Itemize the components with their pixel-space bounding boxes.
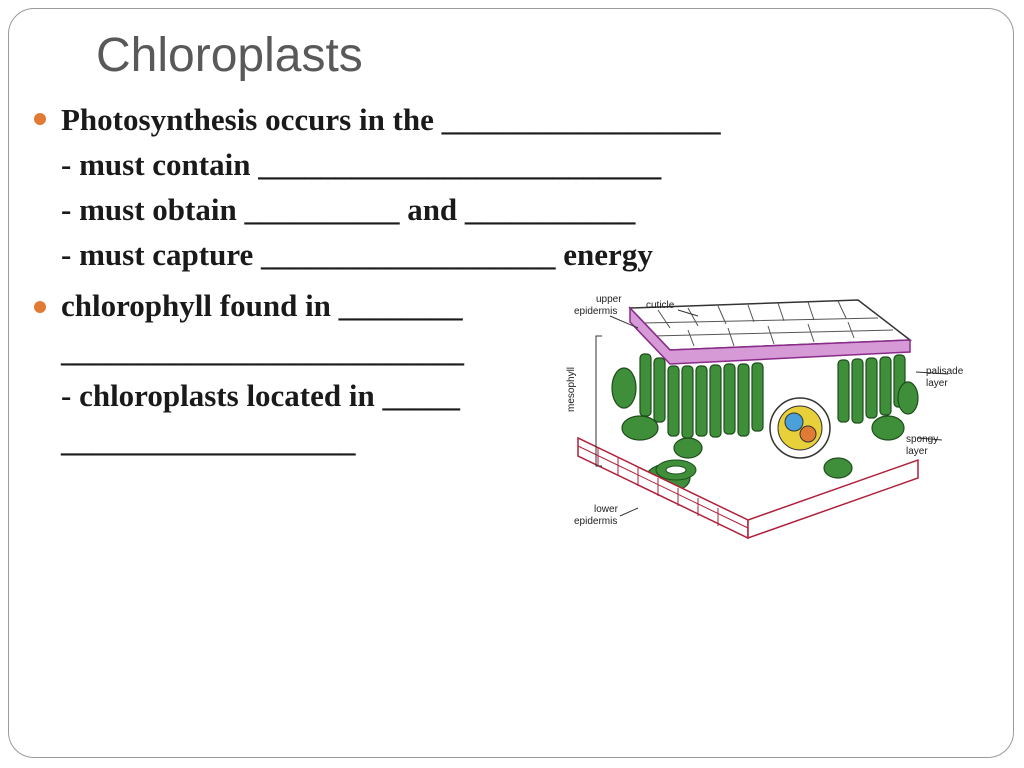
bullet-marker-1 — [34, 113, 46, 125]
bullet-2-line-3: - chloroplasts located in _____ — [61, 378, 460, 413]
bullet-1-line-4: - must capture ___________________ energ… — [61, 237, 653, 272]
label-mesophyll: mesophyll — [566, 367, 577, 412]
slide-frame — [8, 8, 1014, 758]
label-cuticle: cuticle — [646, 300, 675, 311]
bullet-2-line-1: chlorophyll found in ________ — [61, 288, 463, 323]
bullet-1-line-2: - must contain _________________________… — [61, 147, 662, 182]
palisade-cells — [639, 353, 906, 439]
bullet-2-line-2: __________________________ — [61, 333, 464, 368]
label-palisade-2: layer — [926, 378, 948, 389]
bullet-1-line-3: - must obtain __________ and ___________ — [61, 192, 636, 227]
bullet-2-line-4: ___________________ — [61, 423, 356, 458]
mesophyll-bracket — [595, 335, 602, 467]
label-upper-epidermis-2: epidermis — [574, 306, 617, 317]
upper-epidermis-cells — [642, 300, 894, 347]
label-palisade-1: palisade — [926, 366, 964, 377]
label-lower-epidermis-2: epidermis — [574, 516, 617, 527]
leaf-cross-section-diagram: upper epidermis cuticle mesophyll palisa… — [566, 294, 964, 540]
bullet-1-line-1: Photosynthesis occurs in the ___________… — [61, 102, 721, 137]
cuticle-edge — [629, 306, 911, 365]
label-lower-epidermis-1: lower — [594, 504, 619, 515]
bullet-marker-2 — [34, 301, 46, 313]
label-spongy-2: layer — [906, 446, 928, 457]
label-upper-epidermis-1: upper — [596, 294, 622, 305]
label-spongy-1: spongy — [906, 434, 938, 445]
slide-title: Chloroplasts — [96, 29, 363, 82]
